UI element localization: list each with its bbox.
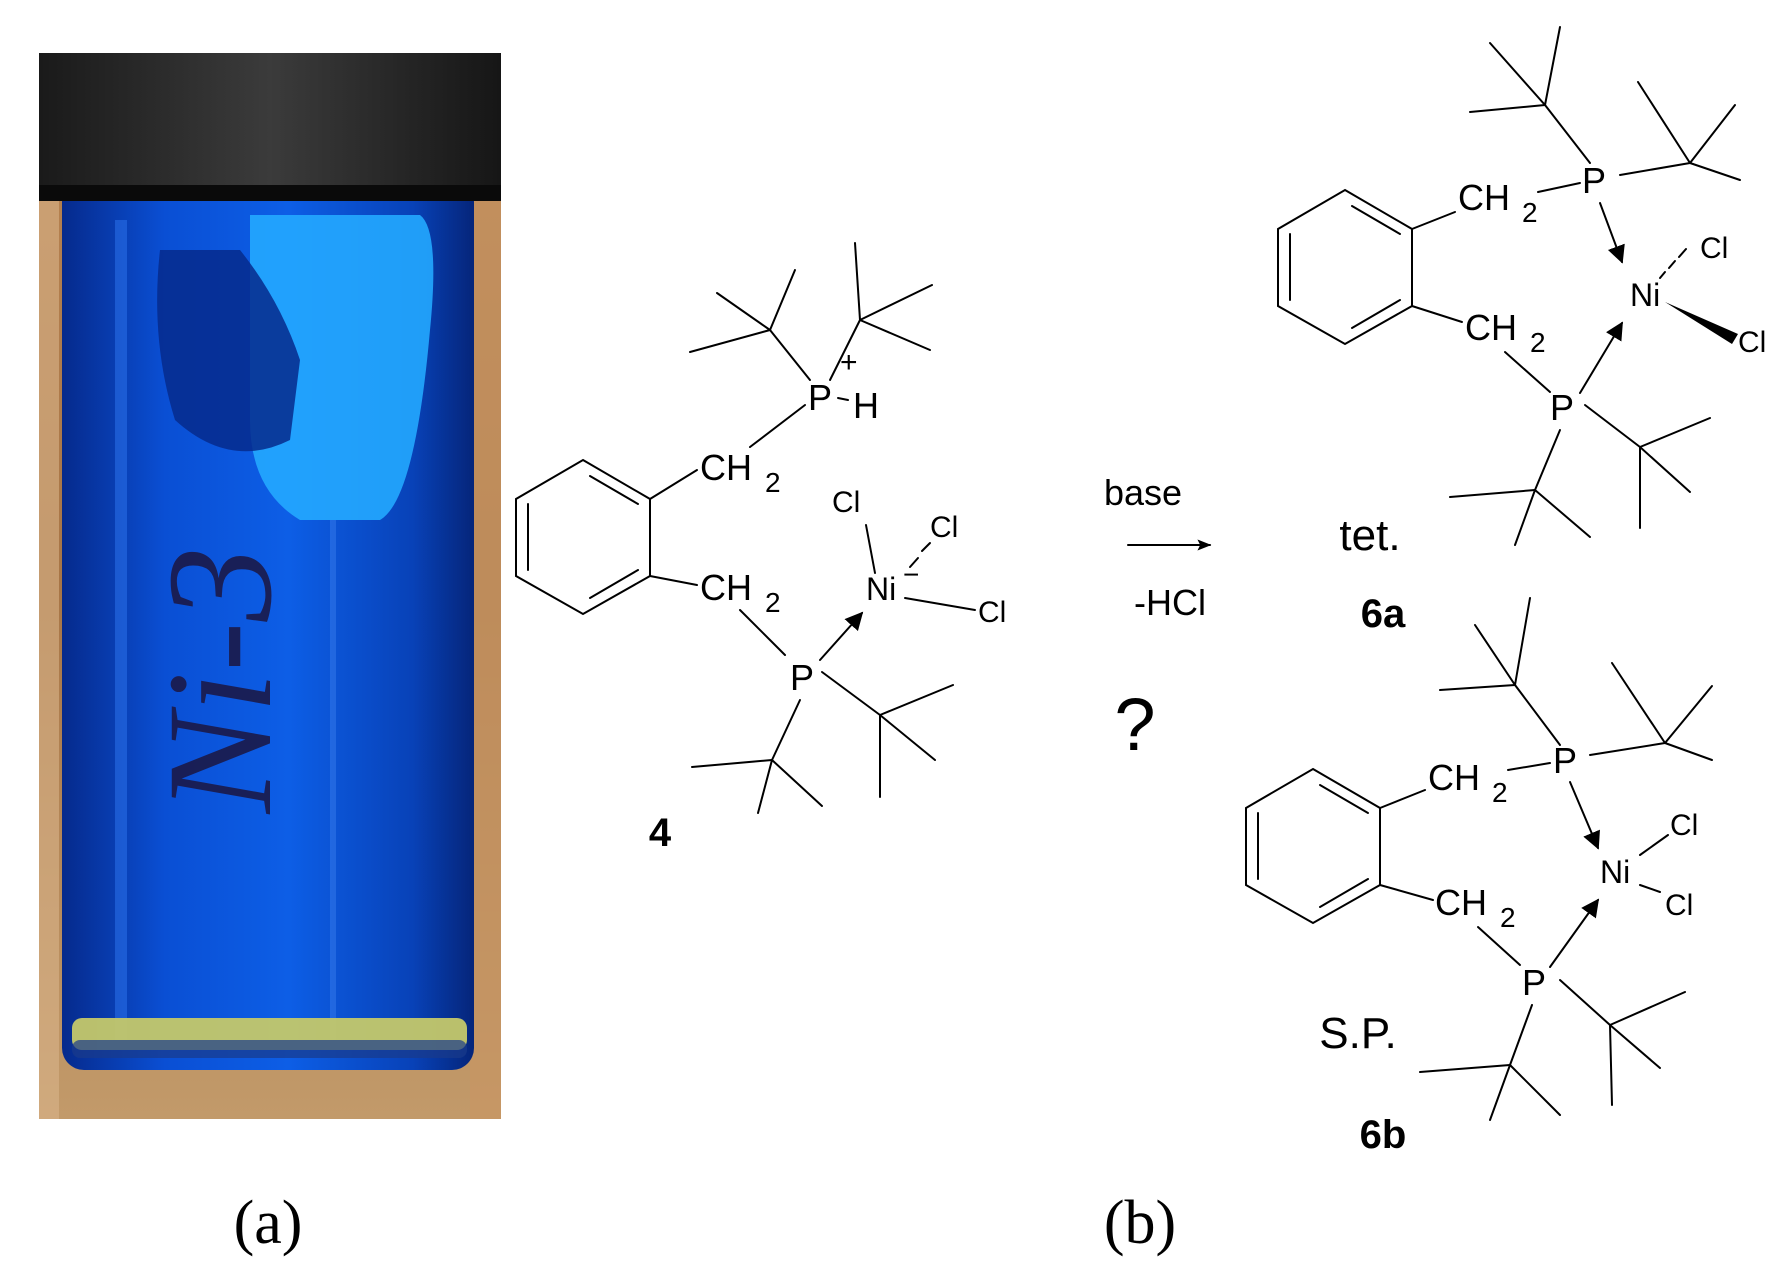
bottom-phosphorus-label: P — [1550, 387, 1574, 428]
top-phosphorus-label: P — [1582, 160, 1606, 201]
benzene-ring-icon — [515, 458, 651, 616]
chloride-1-label: Cl — [832, 486, 860, 519]
nickel-label: Ni — [1600, 854, 1630, 890]
compound-6b-id: 6b — [1360, 1113, 1407, 1157]
ch2-bottom-subscript: 2 — [1500, 902, 1516, 933]
nickel-label: Ni — [866, 571, 896, 607]
positive-charge-icon: + — [840, 346, 858, 379]
vial-cap — [39, 53, 501, 193]
negative-charge-icon: − — [903, 559, 919, 590]
geometry-6a-label: tet. — [1339, 511, 1400, 560]
chloride-1-label: Cl — [1670, 809, 1698, 842]
compound-4: CH 2 CH 2 P + H P Ni − Cl Cl Cl — [515, 242, 1006, 814]
reaction-arrow: base -HCl ? — [1104, 472, 1212, 766]
glass-reflection — [250, 215, 434, 520]
chloride-2-label: Cl — [1738, 326, 1766, 359]
bottom-phosphorus-label: P — [1522, 962, 1546, 1003]
compound-6b: CH 2 P CH 2 P Ni Cl Cl — [1245, 597, 1713, 1121]
byproduct-below-label: -HCl — [1134, 582, 1206, 623]
ch2-top-label: CH — [1428, 757, 1480, 798]
ch2-top-subscript: 2 — [765, 467, 781, 498]
chloride-3-label: Cl — [978, 596, 1006, 629]
chloride-1-label: Cl — [1700, 232, 1728, 265]
ch2-top-subscript: 2 — [1522, 197, 1538, 228]
reagent-above-label: base — [1104, 472, 1182, 513]
ch2-bottom-label: CH — [700, 567, 752, 608]
dative-bond-arrow-icon — [1549, 898, 1600, 968]
phosphine-p-label: P — [790, 657, 814, 698]
chloride-2-label: Cl — [1665, 889, 1693, 922]
top-phosphorus-label: P — [1553, 740, 1577, 781]
svg-text:Ni-3: Ni-3 — [137, 547, 303, 816]
dative-bond-arrow-icon — [1579, 321, 1623, 394]
compound-6a-id: 6a — [1361, 592, 1406, 636]
ch2-bottom-subscript: 2 — [765, 587, 781, 618]
chloride-2-label: Cl — [930, 511, 958, 544]
ch2-bottom-label: CH — [1465, 307, 1517, 348]
compound-6a: CH 2 P CH 2 P Ni Cl Cl — [1277, 26, 1766, 546]
ch2-top-label: CH — [700, 447, 752, 488]
benzene-ring-icon — [1277, 188, 1413, 346]
ch2-bottom-subscript: 2 — [1530, 327, 1546, 358]
phosphonium-p-label: P — [808, 377, 832, 418]
dative-bond-arrow-icon — [1569, 781, 1600, 850]
ch2-bottom-label: CH — [1435, 882, 1487, 923]
question-mark-icon: ? — [1114, 683, 1155, 766]
vial-photo: Ni-3 — [39, 53, 501, 1119]
dative-bond-arrow-icon — [1599, 202, 1625, 264]
caption-a: (a) — [234, 1189, 303, 1257]
caption-b: (b) — [1104, 1189, 1176, 1257]
benzene-ring-icon — [1245, 767, 1381, 925]
wedge-bond-icon — [1665, 302, 1738, 344]
dative-bond-arrow-icon — [819, 611, 864, 661]
hydrogen-label: H — [853, 385, 879, 426]
geometry-6b-label: S.P. — [1319, 1009, 1396, 1058]
vial-handwriting: Ni-3 — [137, 547, 303, 816]
ch2-top-subscript: 2 — [1492, 777, 1508, 808]
nickel-label: Ni — [1630, 277, 1660, 313]
compound-4-id: 4 — [649, 811, 672, 855]
ch2-top-label: CH — [1458, 177, 1510, 218]
